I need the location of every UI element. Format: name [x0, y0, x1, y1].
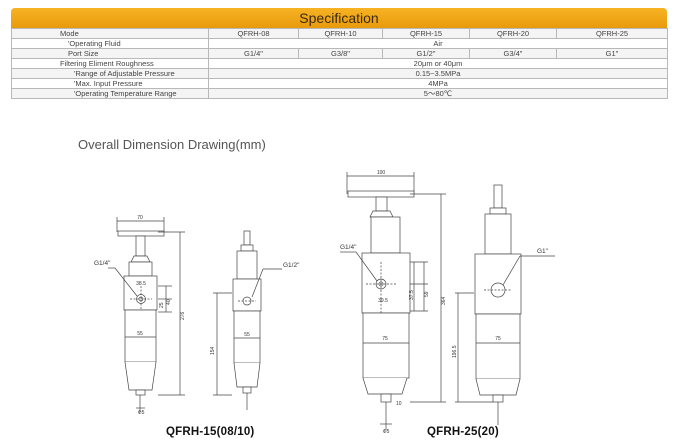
left-height-label: 276 — [180, 311, 186, 320]
left-front-view: 70 55 Φ5 25 40 38.5 276 — [94, 215, 186, 416]
left-d3-label: 40 — [166, 299, 172, 305]
left-phi-label: Φ5 — [138, 410, 145, 416]
right-model-label: QFRH-25(20) — [427, 426, 499, 438]
temp-value: 5～80℃ — [208, 88, 668, 99]
table-row: Port Size G1/4" G3/8" G1/2" G3/4" G1" — [11, 48, 668, 59]
right-top-width-label: 100 — [377, 170, 386, 176]
table-row: 'Operating Temperature Range 5～80℃ — [11, 88, 668, 99]
left-model-label: QFRH-15(08/10) — [166, 426, 255, 438]
right-side-port-label: G1" — [537, 248, 549, 255]
left-d2-label: 25 — [159, 302, 165, 308]
right-front-view: 100 39.5 75 Φ5 10 37.5 59 364 G1/4" — [340, 170, 447, 435]
left-side-width-label: 55 — [244, 332, 250, 338]
spec-title: Specification — [299, 10, 379, 26]
left-side-view: 55 154 G1/2" — [210, 230, 300, 410]
right-body-width-label: 75 — [382, 336, 388, 342]
left-side-port-label: G1/2" — [283, 262, 300, 269]
right-side-view: 75 196.5 G1" — [452, 184, 555, 425]
left-top-width-label: 70 — [137, 215, 143, 221]
right-height-label: 364 — [441, 296, 447, 305]
right-d2-label: 37.5 — [409, 290, 415, 300]
right-front-port-label: G1/4" — [340, 244, 357, 251]
left-body-width-label: 55 — [137, 331, 143, 337]
right-phi-label: Φ5 — [383, 429, 390, 435]
right-drain-label: 10 — [396, 401, 402, 407]
right-lower-height-label: 196.5 — [452, 345, 458, 358]
left-front-port-label: G1/4" — [94, 260, 111, 267]
spec-header: Specification — [11, 8, 667, 28]
right-side-width-label: 75 — [495, 336, 501, 342]
left-lower-height-label: 154 — [210, 346, 216, 355]
left-d1-label: 38.5 — [136, 281, 146, 287]
spec-table: Mode QFRH-08 QFRH-10 QFRH-15 QFRH-20 QFR… — [11, 28, 668, 99]
right-d3-label: 59 — [424, 291, 430, 297]
drawing-title: Overall Dimension Drawing(mm) — [78, 137, 266, 152]
right-d1-label: 39.5 — [378, 298, 388, 304]
